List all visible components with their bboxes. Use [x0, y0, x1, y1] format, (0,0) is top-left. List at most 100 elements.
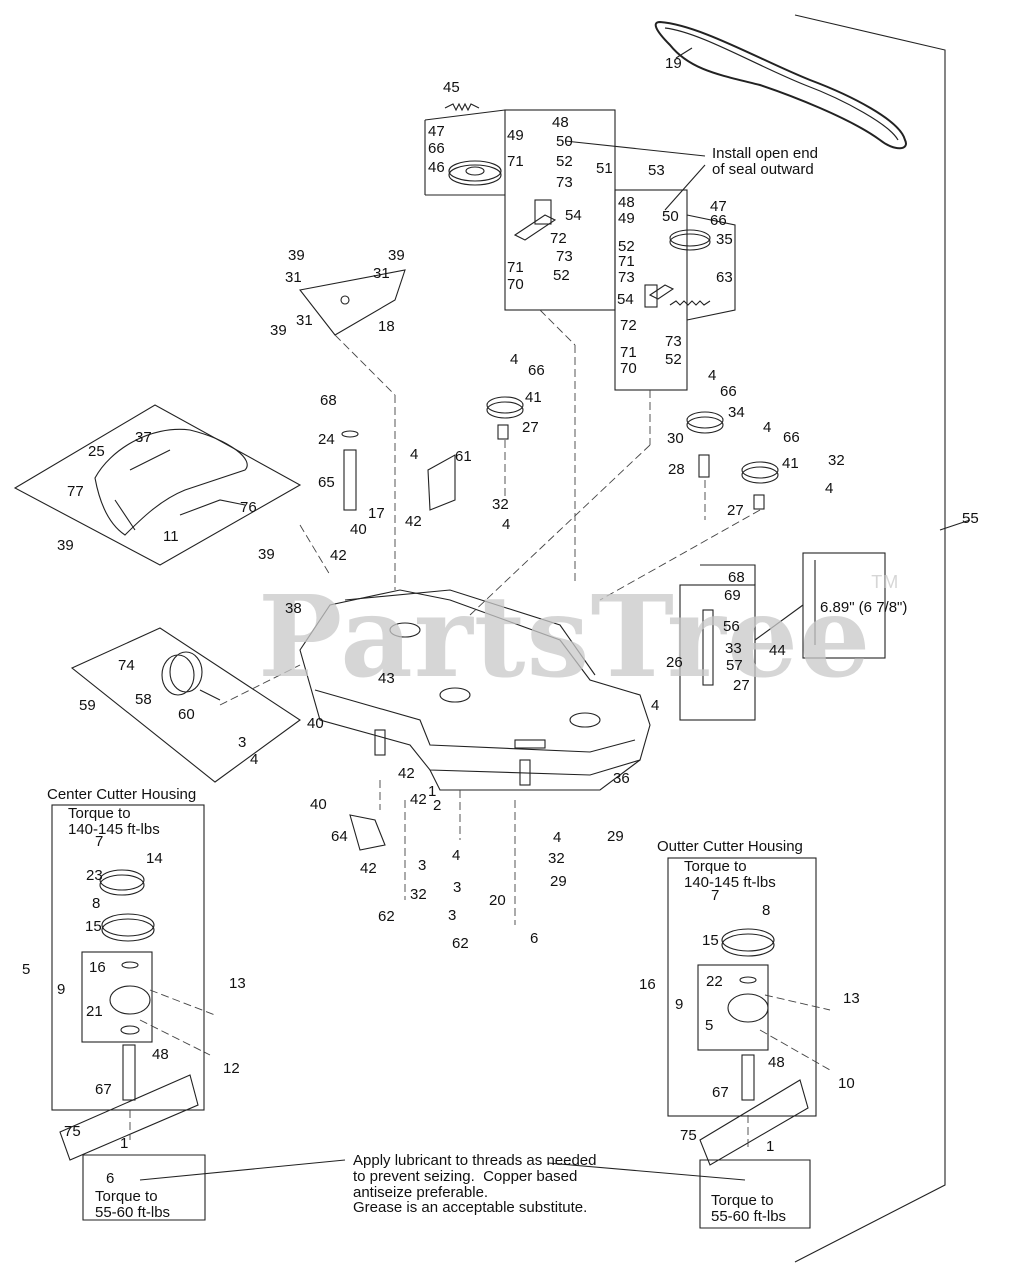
- part-callout: 63: [716, 269, 733, 286]
- part-callout: 25: [88, 443, 105, 460]
- part-callout: 7: [711, 887, 720, 904]
- part-callout: 40: [350, 521, 367, 538]
- part-callout: 43: [378, 670, 395, 687]
- part-callout: 65: [318, 474, 335, 491]
- part-callout: 71: [618, 253, 635, 270]
- part-callout: 47: [428, 123, 445, 140]
- part-callout: 71: [507, 259, 524, 276]
- part-callout: 44: [769, 642, 786, 659]
- part-callout: 37: [135, 429, 152, 446]
- part-callout: 21: [86, 1003, 103, 1020]
- part-callout: 62: [452, 935, 469, 952]
- part-callout: 52: [618, 238, 635, 255]
- part-callout: 5: [22, 961, 31, 978]
- part-callout: 4: [502, 516, 511, 533]
- part-callout: 76: [240, 499, 257, 516]
- part-callout: 22: [706, 973, 723, 990]
- part-callout: 24: [318, 431, 335, 448]
- part-callout: 48: [552, 114, 569, 131]
- part-callout: 77: [67, 483, 84, 500]
- part-callout: 48: [618, 194, 635, 211]
- part-callout: 39: [388, 247, 405, 264]
- part-callout: 46: [428, 159, 445, 176]
- part-callout: 72: [620, 317, 637, 334]
- part-callout: 13: [229, 975, 246, 992]
- part-callout: 55: [962, 510, 979, 527]
- part-callout: 16: [89, 959, 106, 976]
- belt: [654, 20, 907, 150]
- part-callout: 12: [223, 1060, 240, 1077]
- part-callout: 14: [146, 850, 163, 867]
- part-callout: 49: [507, 127, 524, 144]
- watermark-tm: TM: [871, 572, 900, 592]
- part-callout: 49: [618, 210, 635, 227]
- part-callout: 68: [728, 569, 745, 586]
- center-torque-bottom: Torque to 55-60 ft-lbs: [95, 1188, 171, 1221]
- part-callout: 52: [553, 267, 570, 284]
- part-callout: 7: [95, 833, 104, 850]
- part-callout: 13: [843, 990, 860, 1007]
- part-callout: 2: [433, 797, 442, 814]
- part-callout: 53: [648, 162, 665, 179]
- part-callout: 42: [405, 513, 422, 530]
- lubricant-note: Apply lubricant to threads as needed to …: [353, 1152, 597, 1217]
- part-callout: 67: [95, 1081, 112, 1098]
- part-callout: 32: [492, 496, 509, 513]
- mower-deck: [299, 589, 651, 776]
- part-callout: 6: [106, 1170, 115, 1187]
- part-callout: 70: [507, 276, 524, 293]
- part-callout: 73: [618, 269, 635, 286]
- part-callout: 71: [507, 153, 524, 170]
- part-callout: 20: [489, 892, 506, 909]
- part-callout: 45: [443, 79, 460, 96]
- part-callout: 48: [768, 1054, 785, 1071]
- part-callout: 9: [57, 981, 66, 998]
- part-callout: 47: [710, 198, 727, 215]
- part-callout: 10: [838, 1075, 855, 1092]
- part-callout: 4: [410, 446, 419, 463]
- part-callout: 39: [288, 247, 305, 264]
- part-callout: 69: [724, 587, 741, 604]
- part-callout: 4: [763, 419, 772, 436]
- part-callout: 1: [428, 783, 437, 800]
- part-callout: 52: [556, 153, 573, 170]
- part-callout: 27: [733, 677, 750, 694]
- part-callout: 64: [331, 828, 348, 845]
- part-callout: 8: [92, 895, 101, 912]
- part-callout: 50: [556, 133, 573, 150]
- part-callout: 26: [666, 654, 683, 671]
- part-callout: 9: [675, 996, 684, 1013]
- part-callout: 4: [452, 847, 461, 864]
- part-callout: 75: [680, 1127, 697, 1144]
- center-cutter-title: Center Cutter Housing: [47, 786, 197, 803]
- watermark: PartsTreeTM: [258, 572, 899, 703]
- part-callout: 11: [163, 528, 179, 545]
- part-callout: 30: [667, 430, 684, 447]
- part-callout: 48: [152, 1046, 169, 1063]
- part-callout: 32: [410, 886, 427, 903]
- part-callout: 28: [668, 461, 685, 478]
- part-callout: 42: [410, 791, 427, 808]
- part-callout: 4: [651, 697, 660, 714]
- part-callout: 16: [639, 976, 656, 993]
- part-callout: 68: [320, 392, 337, 409]
- part-callout: 50: [662, 208, 679, 225]
- part-callout: 17: [368, 505, 385, 522]
- part-callout: 32: [548, 850, 565, 867]
- part-callout: 67: [712, 1084, 729, 1101]
- part-callout: 39: [258, 546, 275, 563]
- part-callout: 73: [556, 248, 573, 265]
- part-callout: 32: [828, 452, 845, 469]
- part-callout: 3: [453, 879, 462, 896]
- part-callout: 31: [373, 265, 390, 282]
- part-callout: 3: [418, 857, 427, 874]
- part-callout: 4: [510, 351, 519, 368]
- part-callout: 29: [607, 828, 624, 845]
- part-callout: 54: [617, 291, 634, 308]
- outer-torque-top: Torque to 140-145 ft-lbs: [684, 858, 776, 891]
- part-callout: 61: [455, 448, 472, 465]
- outer-cutter-title: Outter Cutter Housing: [657, 838, 803, 855]
- part-callout: 60: [178, 706, 195, 723]
- part-callout: 31: [285, 269, 302, 286]
- part-callout: 33: [725, 640, 742, 657]
